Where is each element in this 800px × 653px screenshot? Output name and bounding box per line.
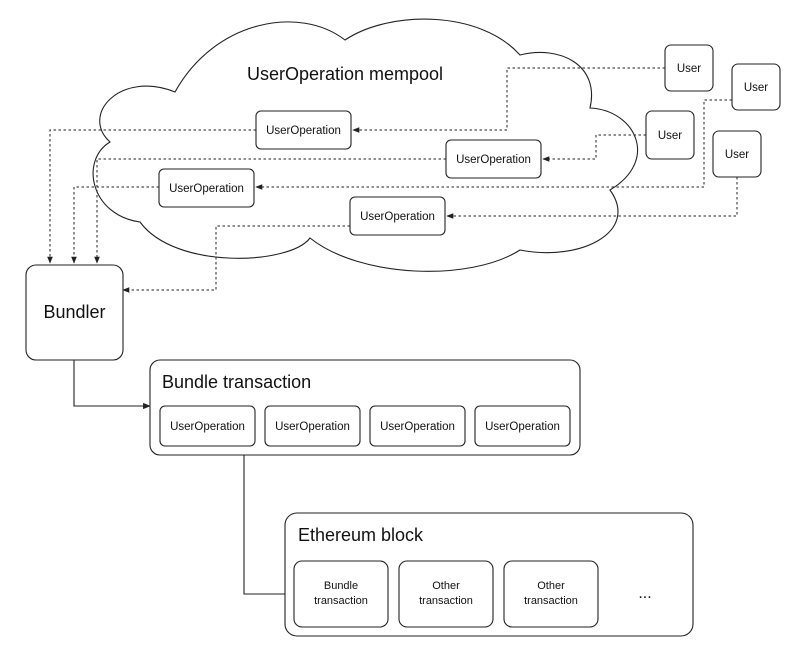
ethereum-block-title: Ethereum block (298, 525, 424, 545)
user-label: User (677, 63, 701, 75)
userop-label: UserOperation (380, 421, 455, 433)
bundler-label: Bundler (43, 302, 105, 322)
block-ellipsis: ... (638, 585, 651, 602)
user-box-1: User (664, 44, 714, 92)
block-item-line2: transaction (419, 595, 473, 607)
block-item-line1: Other (432, 580, 460, 592)
bundler-box: Bundler (25, 264, 124, 361)
bundle-userop-2: UserOperation (264, 405, 361, 447)
mempool-userop-3: UserOperation (158, 168, 255, 208)
block-item-line1: Bundle (324, 580, 358, 592)
user-box-3: User (645, 110, 695, 160)
bundle-userop-4: UserOperation (474, 405, 571, 447)
bundle-userop-1: UserOperation (159, 405, 256, 447)
mempool-userop-1: UserOperation (255, 110, 352, 150)
userop4-to-bundler-arrow (122, 225, 350, 293)
userop-label: UserOperation (170, 421, 245, 433)
userop-label: UserOperation (360, 211, 435, 223)
bundle-to-block-arrow (243, 455, 294, 598)
user2-to-userop3-arrow (255, 99, 732, 190)
mempool-userop-4: UserOperation (349, 196, 446, 236)
bundle-userop-3: UserOperation (369, 405, 466, 447)
user-label: User (658, 130, 682, 142)
userop2-to-bundler-arrow (94, 158, 446, 264)
userop1-to-bundler-arrow (47, 129, 256, 264)
mempool-cloud (92, 18, 639, 272)
block-item-line1: Other (537, 580, 565, 592)
bundler-to-bundle-arrow (73, 360, 151, 410)
userop-label: UserOperation (456, 154, 531, 166)
mempool-userop-2: UserOperation (445, 139, 542, 179)
block-item-line2: transaction (524, 595, 578, 607)
userop3-to-bundler-arrow (71, 186, 159, 264)
bundle-transaction-title: Bundle transaction (162, 372, 311, 392)
userop-label: UserOperation (485, 421, 560, 433)
block-item-other-transaction-2: Other transaction (503, 560, 599, 628)
user-box-2: User (731, 63, 781, 111)
block-item-line2: transaction (314, 595, 368, 607)
user4-to-userop4-arrow (446, 177, 738, 219)
user3-to-userop2-arrow (542, 134, 646, 162)
userop-label: UserOperation (266, 125, 341, 137)
bundle-transaction-box: Bundle transaction (149, 359, 581, 456)
user-label: User (744, 82, 768, 94)
user-box-4: User (712, 130, 762, 178)
user-label: User (725, 149, 749, 161)
block-item-bundle-transaction: Bundle transaction (293, 560, 389, 628)
user1-to-userop1-arrow (352, 67, 665, 133)
mempool-title: UserOperation mempool (247, 64, 443, 84)
userop-label: UserOperation (169, 183, 244, 195)
block-item-other-transaction-1: Other transaction (398, 560, 494, 628)
userop-label: UserOperation (275, 421, 350, 433)
